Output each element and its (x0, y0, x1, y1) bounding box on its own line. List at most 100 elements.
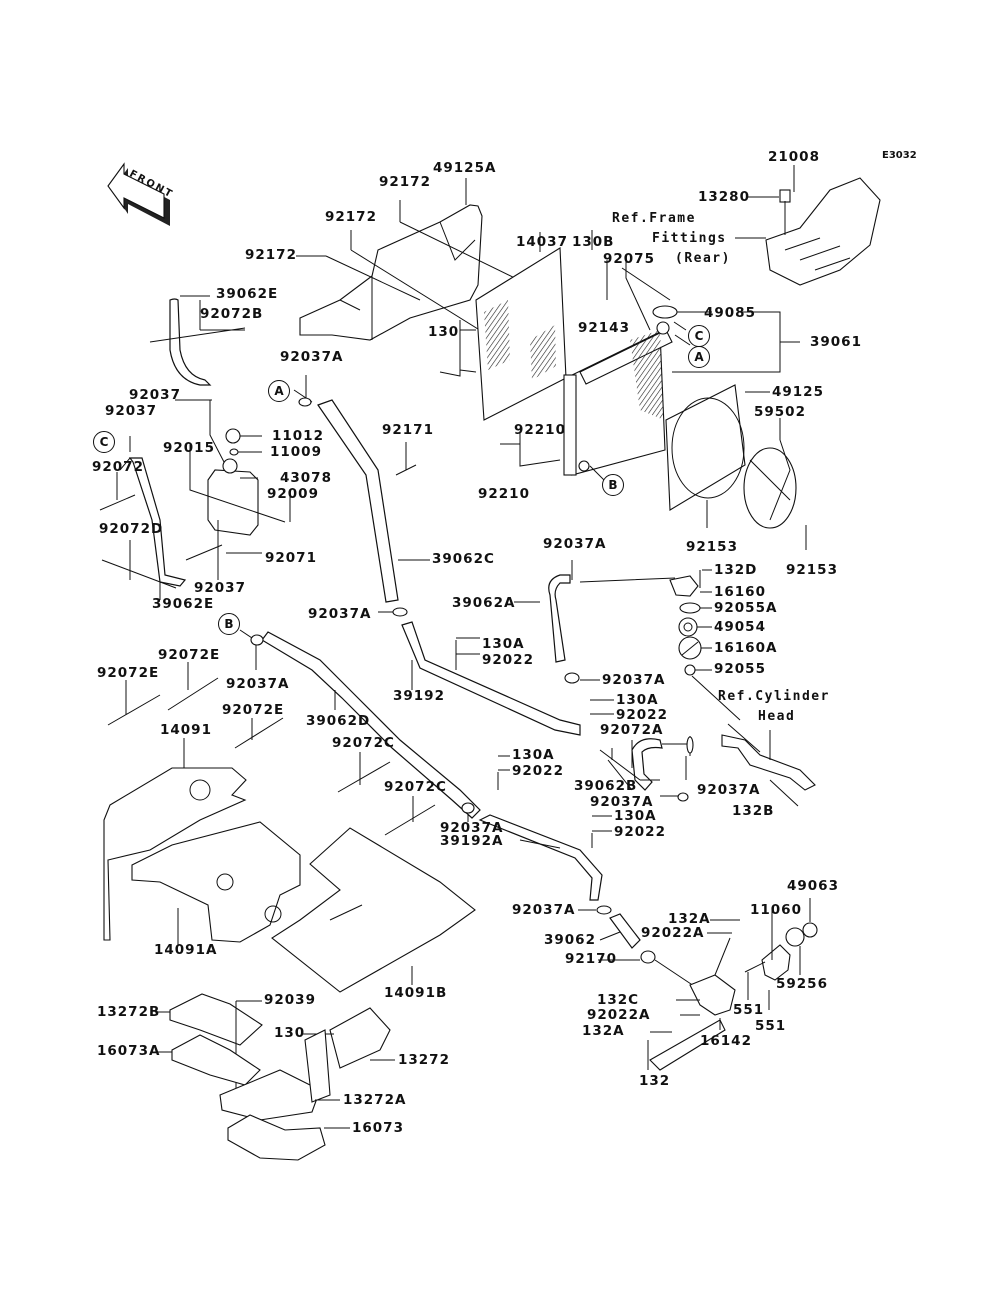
connector-marker-b: B (602, 474, 624, 496)
part-label: 132D (714, 562, 758, 578)
part-label: 39192A (440, 833, 504, 849)
part-label: 92072A (600, 722, 664, 738)
part-label: 13272A (343, 1092, 407, 1108)
part-label: 132A (582, 1023, 625, 1039)
part-label: 16160A (714, 640, 778, 656)
part-label: 14091 (160, 722, 212, 738)
part-label: 92015 (163, 440, 215, 456)
part-label: 14037 (516, 234, 568, 250)
part-label: 16073 (352, 1120, 404, 1136)
part-label: 92022A (641, 925, 705, 941)
part-label: 49125A (433, 160, 497, 176)
part-label: 43078 (280, 470, 332, 486)
part-label: 92172 (245, 247, 297, 263)
part-label: 92037A (308, 606, 372, 622)
part-label: 92072 (92, 459, 144, 475)
part-label: 130A (512, 747, 555, 763)
part-label: 92072D (99, 521, 164, 537)
part-label: 130 (428, 324, 460, 340)
part-label: 13272B (97, 1004, 161, 1020)
part-label: 92210 (514, 422, 566, 438)
part-label: 92072C (384, 779, 447, 795)
part-label: 92022 (616, 707, 668, 723)
part-label: 39062E (152, 596, 215, 612)
part-label: 92072C (332, 735, 395, 751)
part-label: 11060 (750, 902, 802, 918)
part-label: 49063 (787, 878, 839, 894)
connector-marker-b: B (218, 613, 240, 635)
part-label: 92037A (226, 676, 290, 692)
part-label: 14091A (154, 942, 218, 958)
part-label: 39061 (810, 334, 862, 350)
part-label: 92072E (97, 665, 160, 681)
part-label: 49085 (704, 305, 756, 321)
part-label: 11009 (270, 444, 322, 460)
part-label: 92172 (379, 174, 431, 190)
skid-plate-14091 (103, 767, 247, 941)
part-label: 92072B (200, 306, 264, 322)
part-label: 92170 (565, 951, 617, 967)
part-label: 92009 (267, 486, 319, 502)
connector-marker-a: A (268, 380, 290, 402)
plate-13272b (169, 993, 263, 1046)
part-label: 92037 (194, 580, 246, 596)
seal-49063 (802, 922, 818, 938)
part-label: 92172 (325, 209, 377, 225)
part-label: 13280 (698, 189, 750, 205)
part-label: 92153 (686, 539, 738, 555)
part-label: 92071 (265, 550, 317, 566)
part-label: 132 (639, 1073, 671, 1089)
skid-plate-14091a (131, 821, 301, 943)
part-label: 92037A (697, 782, 761, 798)
water-pump-16142 (649, 974, 736, 1071)
part-label: 59502 (754, 404, 806, 420)
part-label: 130A (616, 692, 659, 708)
part-label: 92075 (603, 251, 655, 267)
part-label: 16073A (97, 1043, 161, 1059)
part-label: 39062B (574, 778, 638, 794)
heat-guard-13272 (329, 1007, 391, 1069)
reservoir-tank-43078 (207, 428, 259, 536)
part-label: 551 (733, 1002, 765, 1018)
part-label: 92037 (105, 403, 157, 419)
part-label: 92055 (714, 661, 766, 677)
part-label: 130 (274, 1025, 306, 1041)
ref-frame-line3: (Rear) (675, 251, 731, 266)
part-label: 130B (572, 234, 615, 250)
part-label: 39062E (216, 286, 279, 302)
connector-marker-a: A (688, 346, 710, 368)
plate-13272a (219, 1029, 331, 1121)
part-label: 132B (732, 803, 775, 819)
radiator-screen-14037 (475, 247, 567, 421)
part-label: 49125 (772, 384, 824, 400)
part-label: 39192 (393, 688, 445, 704)
part-label: 39062C (432, 551, 495, 567)
ref-frame-line1: Ref.Frame (612, 211, 696, 226)
fan-shroud-49125 (665, 384, 746, 511)
gasket-16073 (227, 1114, 326, 1161)
part-label: 92037A (440, 820, 504, 836)
part-label: 92072E (158, 647, 221, 663)
ref-head-line2: Head (758, 709, 796, 724)
part-label: 92153 (786, 562, 838, 578)
part-label: 92055A (714, 600, 778, 616)
diagram-code: E3032 (882, 150, 917, 161)
part-label: 92037A (543, 536, 607, 552)
frame-fittings (765, 177, 881, 286)
part-label: 49054 (714, 619, 766, 635)
part-label: 16142 (700, 1033, 752, 1049)
radiator-cap-49085 (652, 305, 678, 319)
o-ring-92055a (679, 602, 701, 614)
ref-head-line1: Ref.Cylinder (718, 689, 830, 704)
skid-plate-14091b (271, 827, 476, 993)
part-label: 92210 (478, 486, 530, 502)
part-label: 92072E (222, 702, 285, 718)
part-label: 11012 (272, 428, 324, 444)
part-label: 92039 (264, 992, 316, 1008)
part-label: 92022 (614, 824, 666, 840)
radiator-39061 (563, 321, 673, 476)
part-label: 132C (597, 992, 640, 1008)
front-arrow-icon (107, 162, 170, 226)
thermostat-49054 (678, 617, 698, 637)
